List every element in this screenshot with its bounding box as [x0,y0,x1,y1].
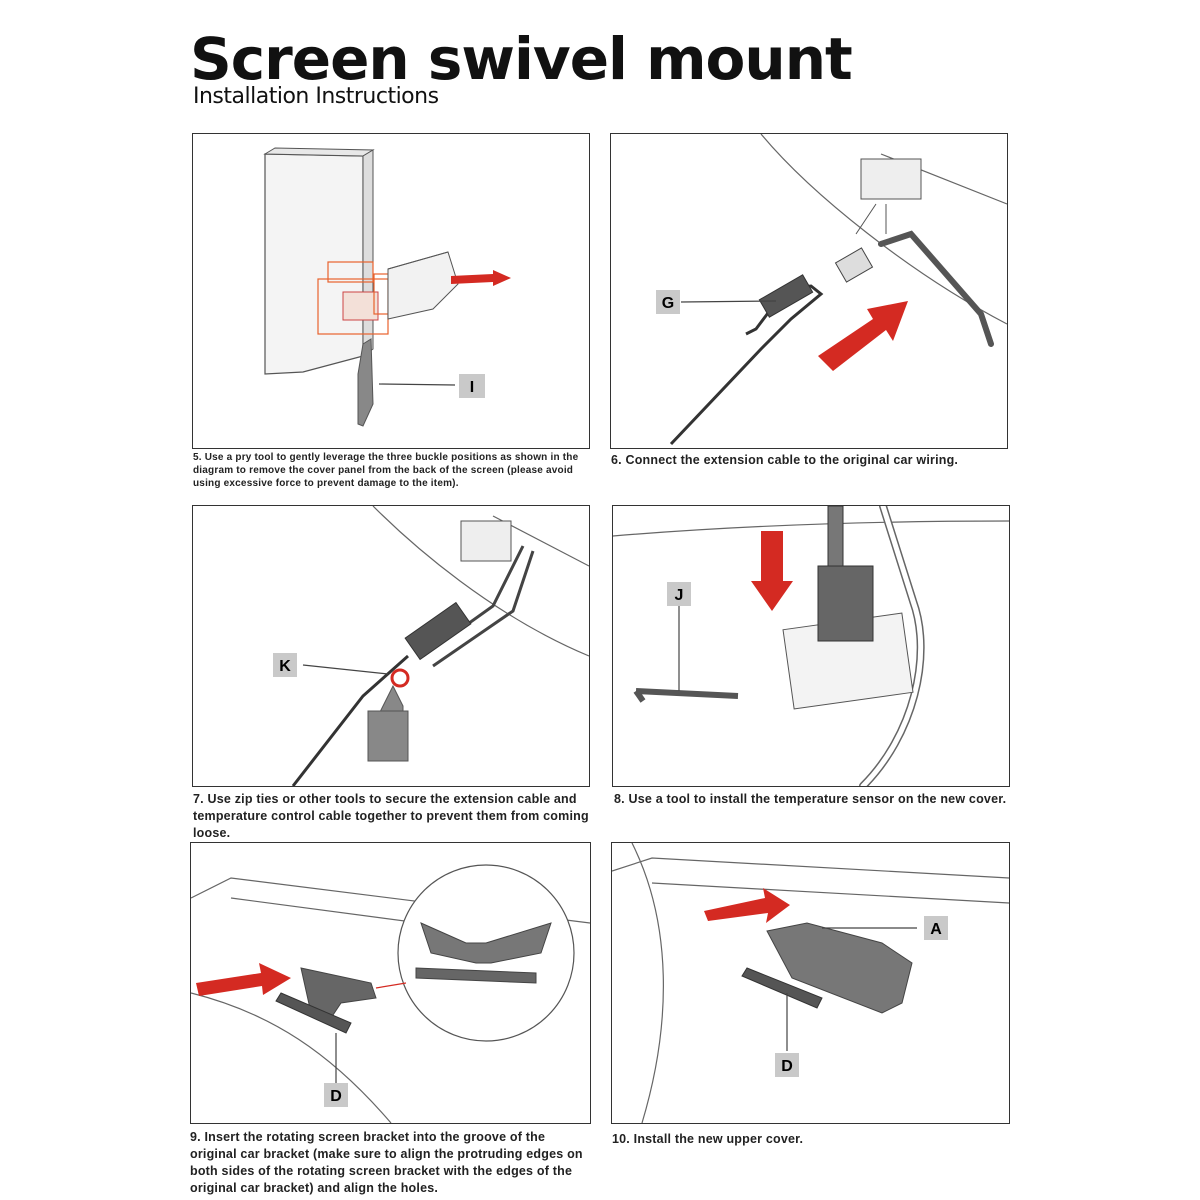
step-9-diagram: D [190,842,591,1124]
step-7-caption: 7. Use zip ties or other tools to secure… [193,792,589,840]
step-9-tag: D [330,1088,342,1105]
step-5-tag: I [470,379,474,396]
step-10-tag-a: A [930,921,942,938]
step-8-tag: J [675,587,684,604]
step-10-diagram: A D [611,842,1010,1124]
step-5-diagram: I [192,133,590,449]
step-7-tag: K [279,658,291,675]
step-6-tag: G [662,295,674,312]
page-title: Screen swivel mount [190,25,853,93]
step-5-caption: 5. Use a pry tool to gently leverage the… [193,452,579,489]
step-6-diagram: G [610,133,1008,449]
step-9-caption: 9. Insert the rotating screen bracket in… [190,1130,583,1195]
step-10-caption: 10. Install the new upper cover. [612,1132,804,1146]
step-6-caption: 6. Connect the extension cable to the or… [611,453,959,467]
step-7-diagram: K [192,505,590,787]
step-8-caption: 8. Use a tool to install the temperature… [614,792,1007,806]
step-8-diagram: J [612,505,1010,787]
step-10-tag-d: D [781,1058,793,1075]
page-subtitle: Installation Instructions [193,84,439,109]
